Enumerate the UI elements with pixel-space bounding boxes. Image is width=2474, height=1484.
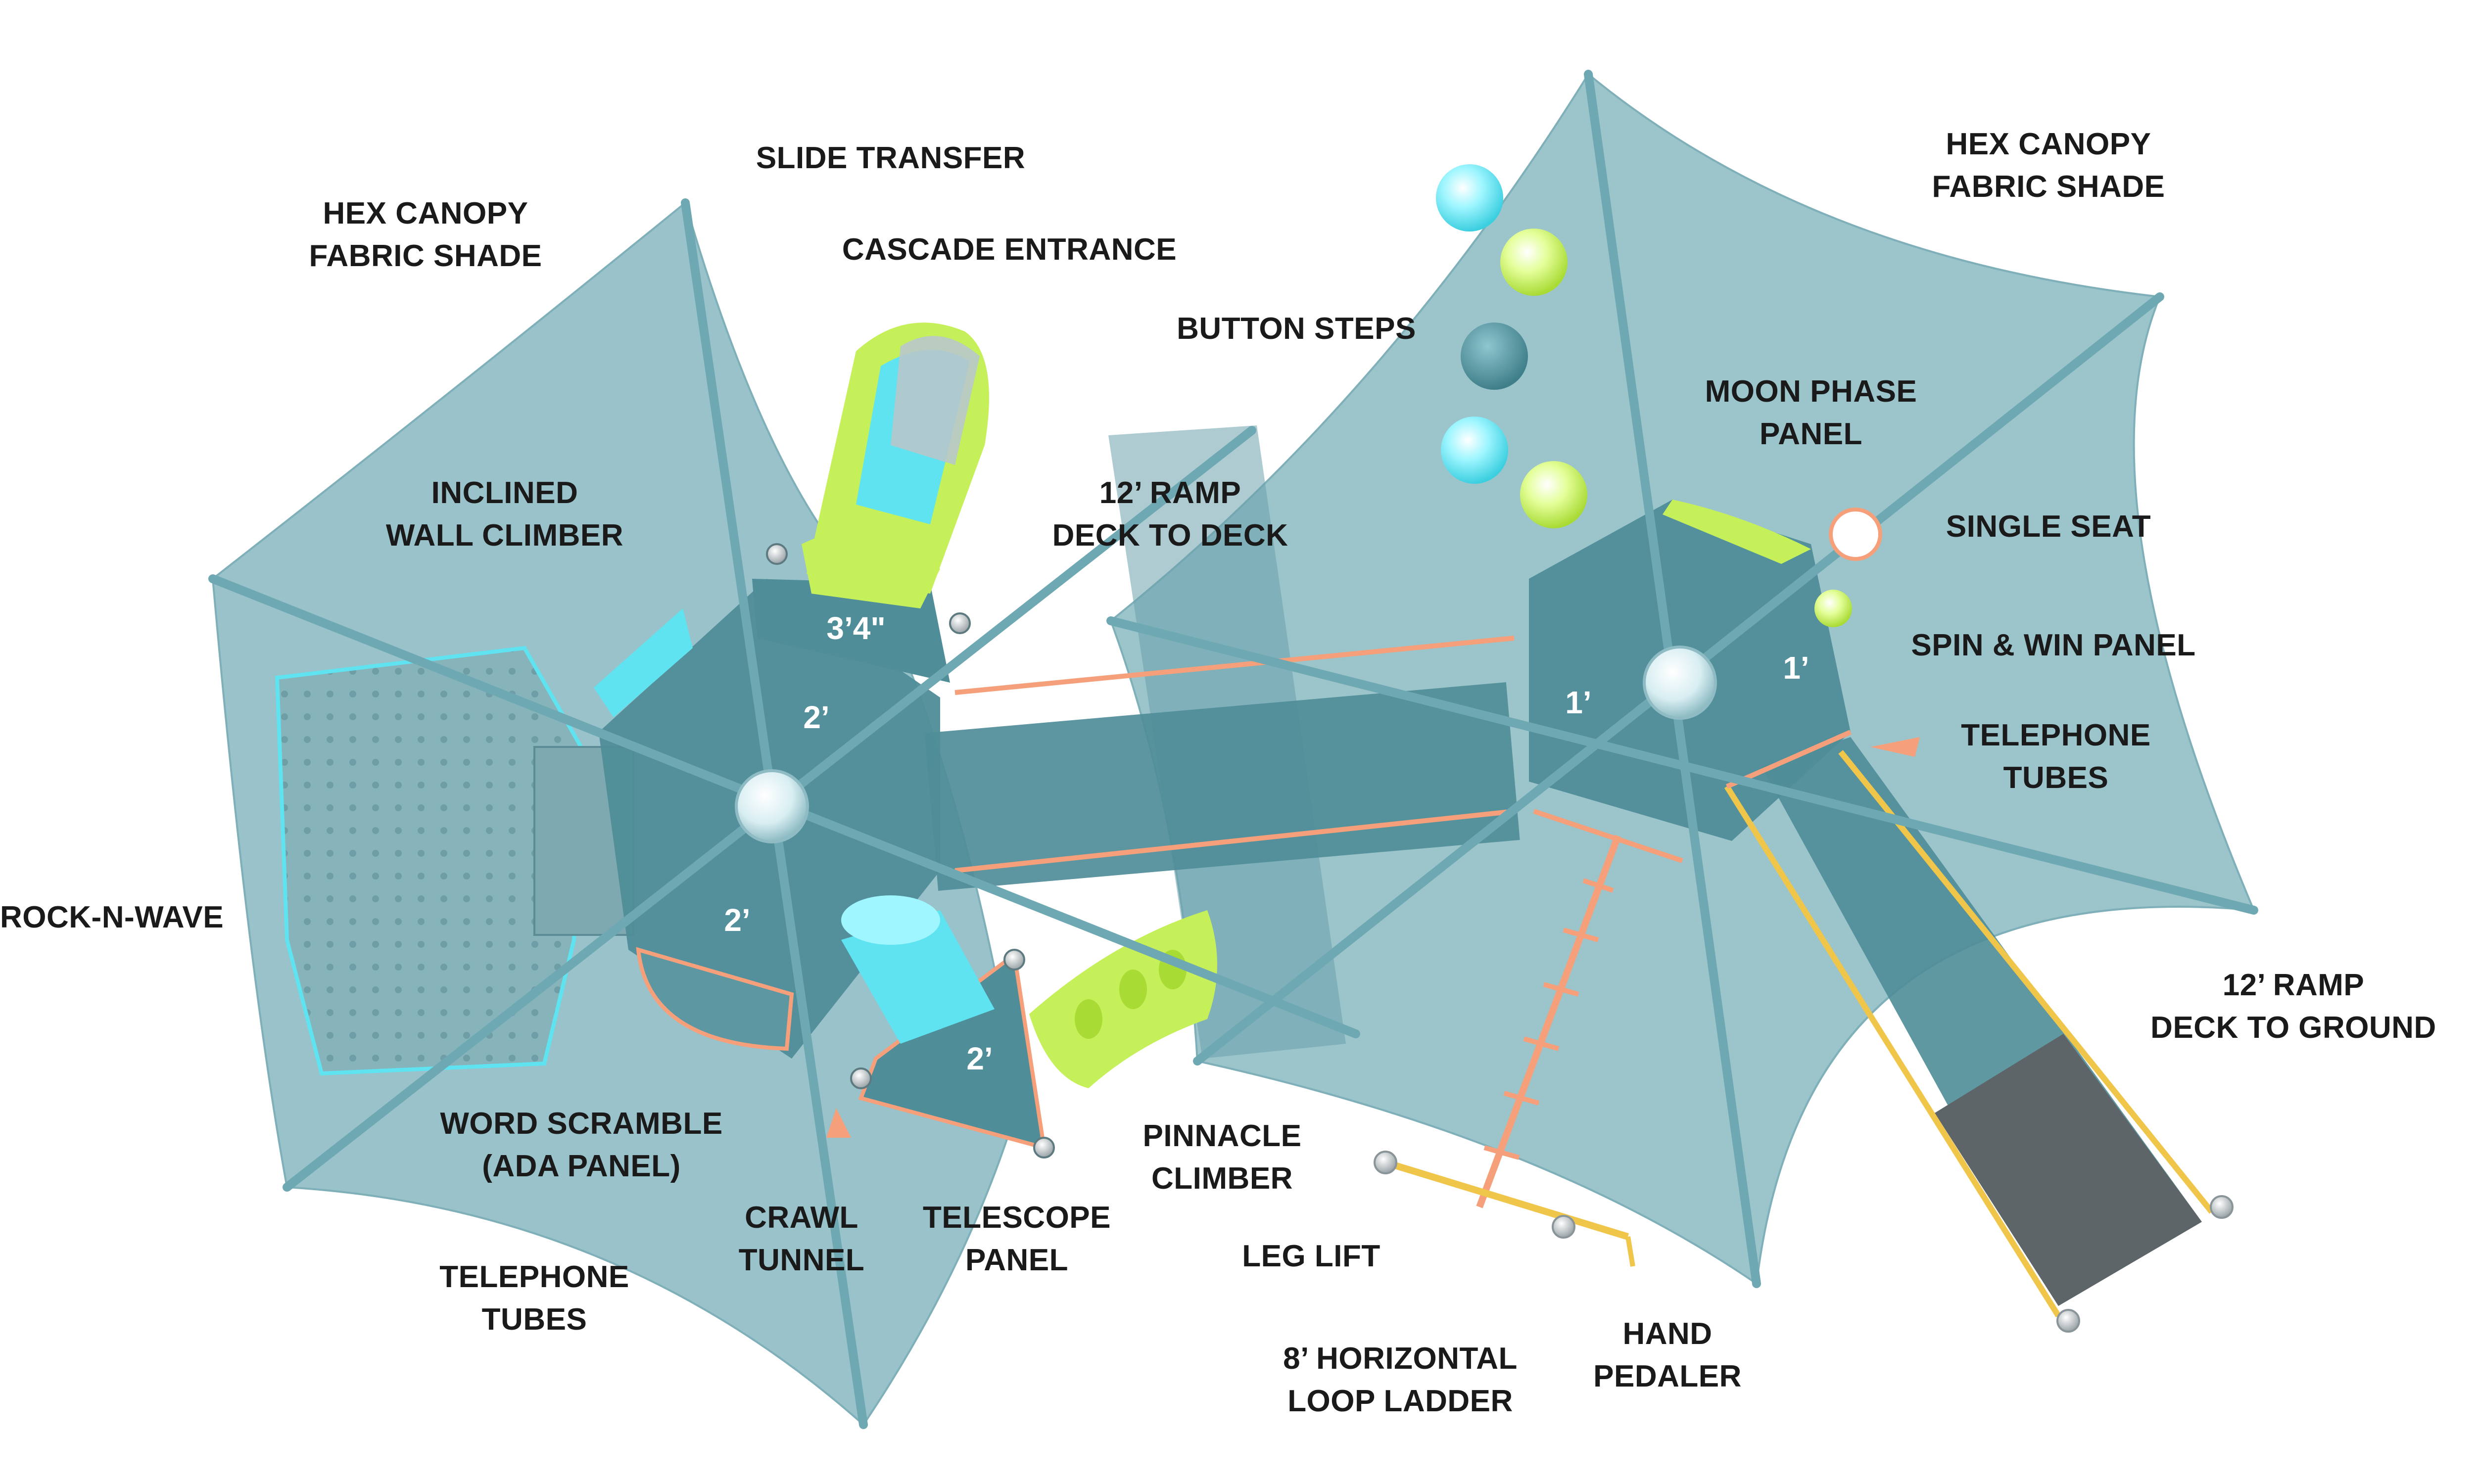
post-cap-icon	[949, 612, 971, 634]
sphere-icon	[1500, 229, 1568, 296]
deck-height-right-side: 1’	[1783, 650, 1809, 686]
deck-height-slide: 3’4"	[826, 610, 886, 646]
post-cap-icon	[1033, 1137, 1055, 1159]
post-cap-icon	[850, 1067, 872, 1089]
label-hand-pedaler: HAND PEDALER	[1593, 1317, 1742, 1393]
post-cap-icon	[2210, 1195, 2234, 1219]
single-seat	[1829, 508, 1882, 561]
post-cap-icon	[1003, 949, 1025, 971]
label-moon-phase-panel: MOON PHASE PANEL	[1705, 374, 1917, 451]
ramp-deck-to-deck	[924, 425, 1520, 1059]
telephone-tube-left	[826, 1108, 851, 1138]
label-leg-lift: LEG LIFT	[1242, 1239, 1380, 1273]
label-word-scramble: WORD SCRAMBLE (ADA PANEL)	[440, 1107, 723, 1183]
label-spin-win-panel: SPIN & WIN PANEL	[1911, 628, 2196, 662]
horizontal-loop-ladder	[1476, 835, 1621, 1208]
deck-height-lower-left: 2’	[724, 902, 751, 938]
label-crawl-tunnel: CRAWL TUNNEL	[738, 1201, 865, 1277]
label-slide-transfer: SLIDE TRANSFER	[756, 141, 1026, 175]
telephone-tube-right	[1870, 737, 1920, 757]
crawl-tunnel	[841, 895, 995, 1044]
hub-cap-icon	[1643, 646, 1717, 720]
label-rock-n-wave: ROCK-N-WAVE	[0, 900, 224, 934]
deck-height-upper-left: 2’	[803, 699, 830, 735]
spin-win-panel	[1814, 590, 1852, 627]
button-steps	[1436, 164, 1587, 528]
label-single-seat: SINGLE SEAT	[1946, 510, 2151, 544]
hand-pedaler-leg-lift	[1374, 1151, 1635, 1267]
label-inclined-wall-climber: INCLINED WALL CLIMBER	[385, 476, 624, 553]
rock-n-wave	[275, 646, 634, 1076]
label-telephone-tubes-left: TELEPHONE TUBES	[439, 1260, 629, 1337]
sphere-icon	[1436, 164, 1503, 232]
label-cascade-entrance: CASCADE ENTRANCE	[842, 232, 1177, 267]
label-ramp-deck-to-deck: 12’ RAMP DECK TO DECK	[1052, 476, 1288, 553]
label-horizontal-loop-ladder: 8’ HORIZONTAL LOOP LADDER	[1283, 1342, 1518, 1418]
posts	[766, 543, 2234, 1333]
label-button-steps: BUTTON STEPS	[1177, 312, 1416, 346]
label-telephone-tubes-right: TELEPHONE TUBES	[1961, 718, 2151, 795]
sphere-icon	[1441, 417, 1508, 484]
inclined-wall-climber	[594, 608, 693, 717]
sphere-icon	[1461, 323, 1528, 390]
cascade-slide	[802, 323, 989, 608]
post-cap-icon	[766, 543, 788, 565]
sphere-icon	[1520, 461, 1587, 528]
hub-cap-icon	[735, 769, 809, 843]
label-ramp-deck-to-ground: 12’ RAMP DECK TO GROUND	[2150, 968, 2436, 1045]
label-telescope-panel: TELESCOPE PANEL	[922, 1201, 1111, 1277]
label-hex-canopy-left: HEX CANOPY FABRIC SHADE	[309, 196, 542, 273]
deck-height-triangle: 2’	[966, 1041, 993, 1076]
post-cap-icon	[2056, 1309, 2080, 1333]
label-hex-canopy-right: HEX CANOPY FABRIC SHADE	[1932, 127, 2165, 204]
deck-height-right-center: 1’	[1565, 685, 1592, 720]
label-pinnacle-climber: PINNACLE CLIMBER	[1142, 1119, 1302, 1196]
ramp-deck-to-ground	[1724, 730, 2214, 1318]
